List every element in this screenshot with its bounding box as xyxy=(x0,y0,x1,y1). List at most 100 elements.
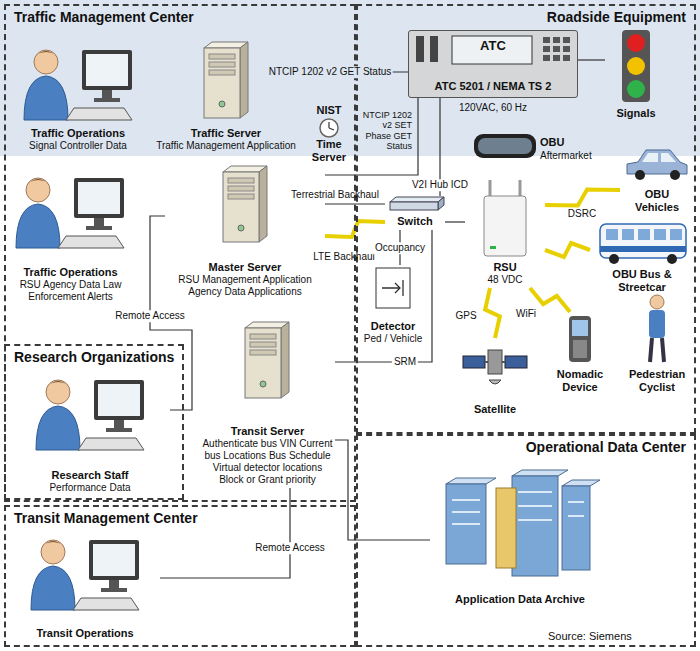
server-icon xyxy=(245,322,289,398)
node-label: RSU Management Application Agency Data A… xyxy=(167,274,323,298)
server-node: Master ServerRSU Management Application … xyxy=(165,160,325,300)
node-label: Nomadic Device xyxy=(542,368,618,394)
edge-label: GPS xyxy=(453,310,478,322)
node-label: Research Staff xyxy=(51,469,128,482)
nomadic-device: Nomadic Device xyxy=(540,312,620,396)
node-label: Application Data Archive xyxy=(455,593,585,606)
node-label: Signal Controller Data xyxy=(29,140,127,152)
region-title: Traffic Management Center xyxy=(14,9,194,26)
edge-label: Occupancy xyxy=(373,242,427,254)
time-server: NIST Time Server xyxy=(302,104,356,164)
wireless-link xyxy=(545,243,590,257)
node-label: 48 VDC xyxy=(487,274,522,286)
connector-line xyxy=(445,221,465,222)
archive-icon xyxy=(446,470,600,576)
edge-label: NTCIP 1202 v2 SET Phase GET Status xyxy=(356,110,414,151)
signal-head: Signals xyxy=(605,26,667,122)
node-label: ATC 5201 / NEMA TS 2 xyxy=(409,80,577,93)
node-label: Traffic Operations xyxy=(31,127,125,140)
workstation-icon xyxy=(16,178,124,248)
obu-vehicle: OBU Vehicles xyxy=(620,140,694,216)
edge-label: Remote Access xyxy=(113,310,186,322)
archive-node: Application Data Archive xyxy=(430,468,610,608)
region-box: Transit Management CenterTransit Operati… xyxy=(4,505,356,647)
node-label: Traffic Server xyxy=(191,127,261,140)
workstation-node: Traffic OperationsRSU Agency Data Law En… xyxy=(8,165,133,305)
mirror-icon xyxy=(474,134,536,158)
region-box: Roadside EquipmentATC ATC 5201 / NEMA TS … xyxy=(356,4,696,434)
region-title: Research Organizations xyxy=(14,349,174,366)
edge-label: Remote Access xyxy=(253,542,326,554)
region-title: Roadside Equipment xyxy=(547,9,686,26)
server-icon xyxy=(223,166,267,242)
node-label: OBU xyxy=(540,136,564,149)
wireless-link xyxy=(485,288,500,338)
node-label: Traffic Operations xyxy=(23,266,117,279)
pedestrian-icon xyxy=(649,295,665,362)
car-icon xyxy=(627,150,687,180)
edge-label: WiFi xyxy=(514,308,538,320)
connector-line xyxy=(335,440,430,540)
workstation-icon xyxy=(31,540,139,610)
traffic-signal-icon xyxy=(622,30,650,102)
node-label: NIST xyxy=(316,104,341,117)
satellite-icon xyxy=(463,350,527,384)
edge-label: Terrestrial Backhaul xyxy=(289,189,381,201)
server-icon xyxy=(204,42,248,118)
source-note: Source: Siemens xyxy=(548,630,632,643)
workstation-icon xyxy=(36,380,144,450)
node-label: OBU Bus & Streetcar xyxy=(592,268,692,294)
node-label: Pedestrian Cyclist xyxy=(622,368,692,394)
region-box: Research OrganizationsResearch StaffPerf… xyxy=(4,344,184,500)
node-label: Master Server xyxy=(209,261,282,274)
node-label: Satellite xyxy=(474,403,516,416)
region-title: Operational Data Center xyxy=(526,439,686,456)
phone-icon xyxy=(569,316,591,362)
connector-line xyxy=(578,59,605,60)
network-switch: Switch xyxy=(385,196,445,230)
node-label: 120VAC, 60 Hz xyxy=(409,102,577,114)
clock-icon xyxy=(320,119,338,137)
controller-box: ATCATC 5201 / NEMA TS 2120VAC, 60 Hz xyxy=(408,30,578,98)
node-label: Ped / Vehicle xyxy=(364,333,422,345)
node-label: Aftermarket xyxy=(540,150,592,162)
switch-icon xyxy=(390,197,444,210)
wireless-link xyxy=(545,189,620,205)
node-label: RSU Agency Data Law Enforcement Alerts xyxy=(10,279,131,303)
node-label: ATC xyxy=(409,38,577,54)
node-label: Time Server xyxy=(302,138,356,164)
edge-label: SRM xyxy=(392,356,418,368)
edge-label: DSRC xyxy=(566,208,598,220)
server-node: Transit ServerAuthenticate bus VIN Curre… xyxy=(200,318,335,488)
workstation-node: Research StaffPerformance Data xyxy=(10,368,170,496)
rsu-node: RSU48 VDC xyxy=(465,178,545,288)
satellite-node: Satellite xyxy=(455,338,535,418)
node-label: OBU Vehicles xyxy=(622,188,692,214)
obu-node: OBUAftermarket xyxy=(470,128,620,170)
detector-node: DetectorPed / Vehicle xyxy=(360,265,426,347)
bus-icon xyxy=(600,224,686,264)
connector-line xyxy=(335,230,432,362)
workstation-node: Traffic OperationsSignal Controller Data xyxy=(8,40,148,154)
pedestrian-node: Pedestrian Cyclist xyxy=(620,292,694,396)
controller-icon xyxy=(408,30,578,98)
node-label: Transit Server xyxy=(231,425,304,438)
edge-label: LTE Backhaul xyxy=(311,251,377,263)
region-box: Operational Data CenterApplication Data … xyxy=(356,434,696,647)
edge-label: NTCIP 1202 v2 GET Status xyxy=(267,66,393,78)
node-label: Detector xyxy=(371,320,416,333)
region-title: Transit Management Center xyxy=(14,510,198,527)
edge-label: V2I Hub ICD xyxy=(410,179,470,191)
detector-icon xyxy=(376,268,410,308)
node-label: Performance Data xyxy=(49,482,130,494)
node-label: Switch xyxy=(397,215,432,228)
workstation-icon xyxy=(24,50,132,120)
node-label: RSU xyxy=(493,261,516,274)
region-box: Traffic Management CenterTraffic Operati… xyxy=(4,4,356,502)
rsu-icon xyxy=(484,180,526,256)
server-node: Traffic ServerTraffic Management Applica… xyxy=(148,38,304,154)
node-label: Authenticate bus VIN Current bus Locatio… xyxy=(202,438,333,486)
workstation-node: Transit Operations xyxy=(10,530,160,642)
